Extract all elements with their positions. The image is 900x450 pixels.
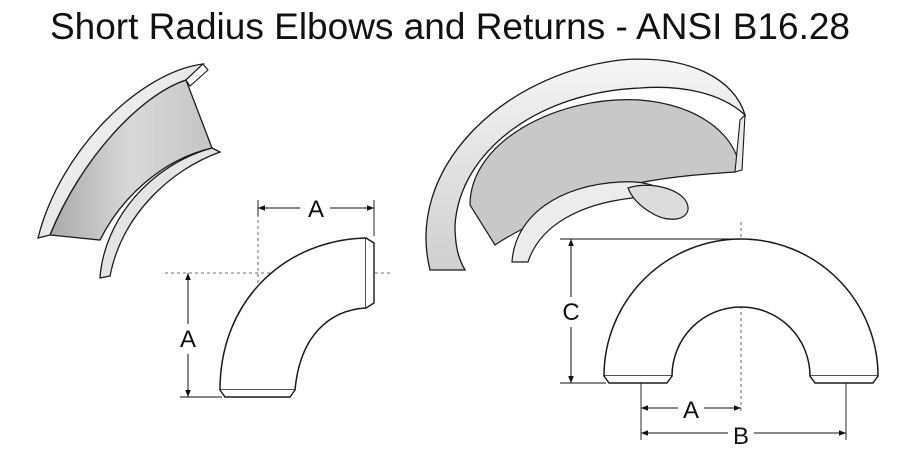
elbow-bevel-end-right	[365, 237, 375, 309]
return-3d-outer-shell	[425, 58, 747, 271]
elbow-3d-top-rim	[185, 63, 209, 87]
return-3d-outer-lip	[734, 113, 746, 173]
return-body-outline	[603, 238, 879, 377]
return-bevel-end-left	[603, 375, 673, 384]
elbow-dim-vertical-label: A	[180, 326, 196, 353]
elbow-dim-horizontal-label: A	[308, 196, 324, 223]
return-3d-illustration	[425, 58, 747, 271]
return-dim-height-label: C	[562, 299, 579, 326]
return-dim-overall-label: B	[733, 423, 749, 450]
elbow-bevel-end-bottom	[219, 389, 296, 398]
elbow-3d-lower-wall	[99, 147, 222, 279]
return-dim-center-label: A	[683, 397, 699, 424]
return-bevel-end-right	[809, 375, 879, 384]
elbow-body-outline	[219, 237, 367, 391]
elbow-3d-illustration	[37, 63, 222, 279]
elbow-3d-outer-shell	[37, 63, 205, 239]
return-3d-end-tab	[627, 184, 689, 220]
return-drawing: C A B	[558, 222, 879, 450]
elbow-drawing: A A	[165, 196, 392, 398]
page-title: Short Radius Elbows and Returns - ANSI B…	[49, 6, 851, 47]
